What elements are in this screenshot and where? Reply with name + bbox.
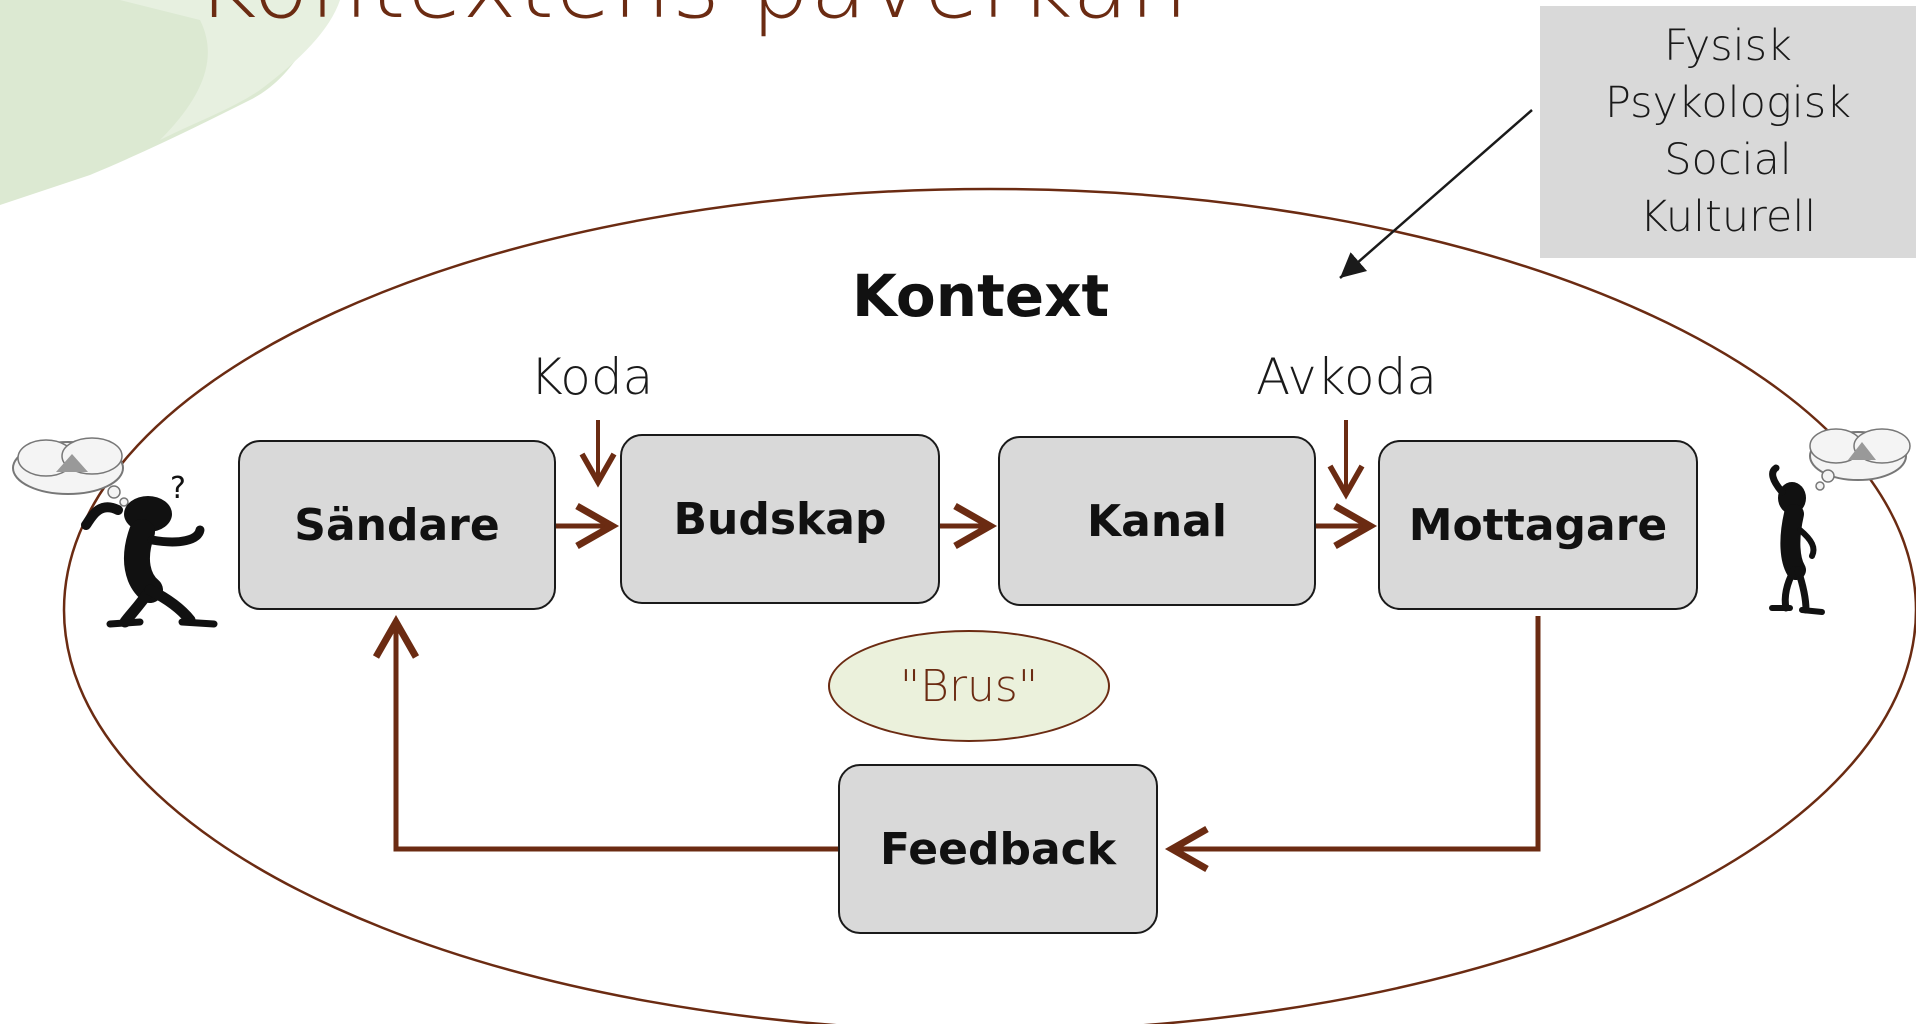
node-feedback: Feedback <box>838 764 1158 934</box>
arrow-feedback-sender <box>372 614 838 852</box>
encode-label: Koda <box>530 348 654 406</box>
node-receiver: Mottagare <box>1378 440 1698 610</box>
context-factor-physical: Fysisk <box>1664 21 1792 71</box>
noise-ellipse: "Brus" <box>828 630 1110 742</box>
node-channel: Kanal <box>998 436 1316 606</box>
context-pointer-arrow <box>1339 109 1533 279</box>
context-ellipse <box>63 187 1916 1024</box>
slide-title: Kontextens påverkan <box>196 0 1189 39</box>
thinking-person-right-icon <box>1769 428 1911 615</box>
thinking-person-left-icon: ? <box>12 437 218 628</box>
arrow-receiver-feedback <box>1164 616 1541 873</box>
context-factor-cultural: Kulturell <box>1639 192 1817 242</box>
context-factor-social: Social <box>1664 135 1792 185</box>
leaf-shape-light <box>120 0 340 140</box>
context-label: Kontext <box>852 262 1110 330</box>
svg-text:?: ? <box>170 471 186 506</box>
context-factors-box: Fysisk Psykologisk Social Kulturell <box>1540 6 1916 258</box>
decode-label: Avkoda <box>1256 348 1438 406</box>
node-message: Budskap <box>620 434 940 604</box>
node-sender: Sändare <box>238 440 556 610</box>
context-factor-psychological: Psykologisk <box>1604 78 1851 128</box>
